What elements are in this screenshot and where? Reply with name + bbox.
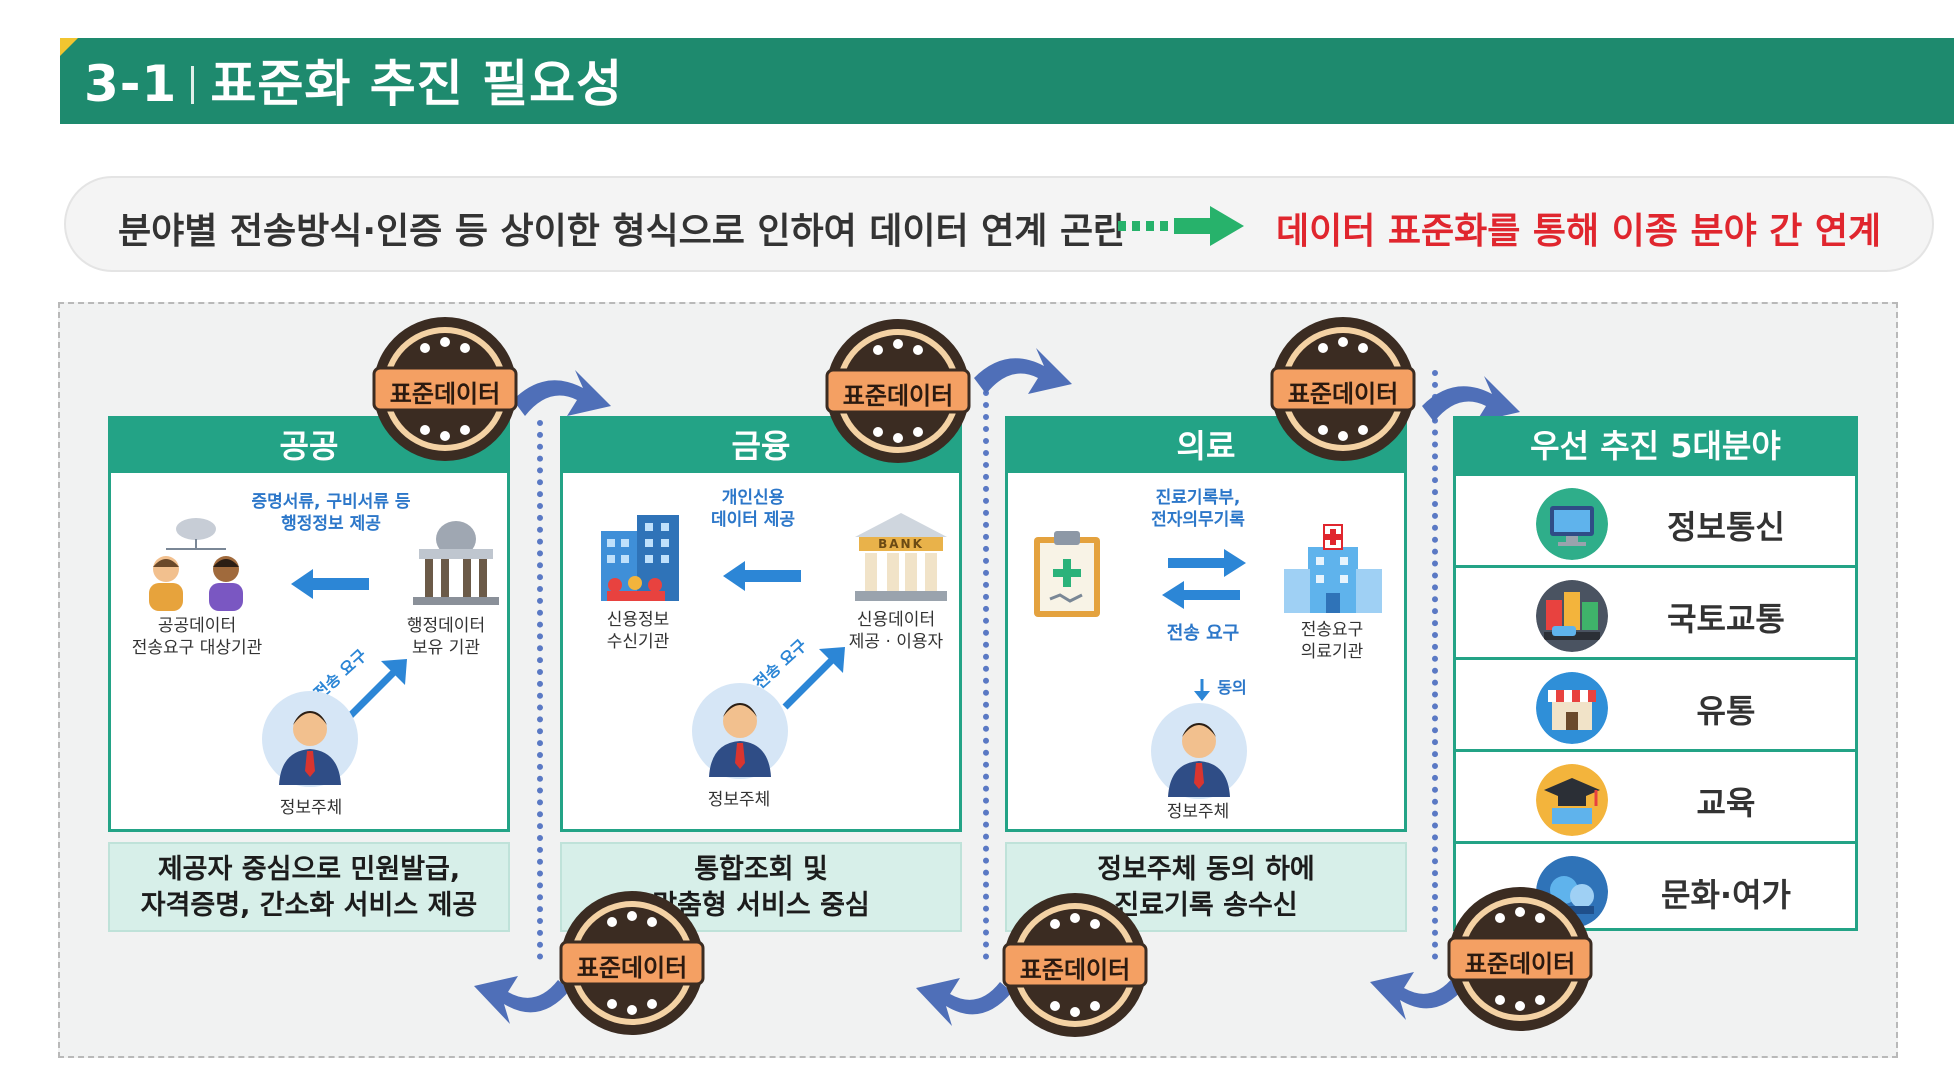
priority-item-label: 유통 bbox=[1696, 692, 1756, 730]
priority-item-label: 교육 bbox=[1696, 784, 1756, 822]
seal-label: 표준데이터 bbox=[389, 380, 501, 408]
panel-footer: 제공자 중심으로 민원발급, 자격증명, 간소화 서비스 제공 bbox=[108, 842, 510, 932]
priority-item-label: 국토교통 bbox=[1667, 600, 1785, 638]
seal-label: 표준데이터 bbox=[842, 382, 954, 410]
public-requester-label: 공공데이터 전송요구 대상기관 bbox=[131, 616, 263, 658]
seal-label: 표준데이터 bbox=[1287, 380, 1399, 408]
seal-label: 표준데이터 bbox=[576, 954, 688, 982]
curved-arrow-left-icon bbox=[1370, 972, 1466, 1020]
standard-data-seal: 표준데이터 bbox=[1000, 890, 1150, 1040]
priority-item: 국토교통 bbox=[1456, 565, 1855, 657]
priority-item-label: 문화·여가 bbox=[1661, 876, 1791, 914]
city-traffic-icon bbox=[1536, 580, 1608, 652]
seal-label: 표준데이터 bbox=[1019, 956, 1131, 984]
request-label: 전송 요구 bbox=[1166, 623, 1240, 644]
medical-provider-label: 전송요구 의료기관 bbox=[1300, 620, 1364, 662]
section-number: 3-1 bbox=[84, 55, 178, 113]
panel-note: 증명서류, 구비서류 등 행정정보 제공 bbox=[251, 492, 411, 534]
person-avatar-icon bbox=[262, 691, 358, 787]
standard-data-seal: 표준데이터 bbox=[1445, 884, 1595, 1034]
arrow-down-icon bbox=[1194, 679, 1210, 701]
monitor-icon bbox=[1536, 488, 1608, 560]
standard-data-seal: 표준데이터 bbox=[1268, 314, 1418, 464]
store-icon bbox=[1536, 672, 1608, 744]
people-icon bbox=[149, 518, 243, 611]
government-building-icon bbox=[413, 521, 499, 605]
connector-line-1 bbox=[537, 420, 543, 960]
finance-receiver-label: 신용정보 수신기관 bbox=[606, 610, 670, 652]
priority-title: 우선 추진 5대분야 bbox=[1456, 419, 1855, 473]
priority-item-label: 정보통신 bbox=[1667, 508, 1785, 546]
seal-badge-icon bbox=[1270, 317, 1416, 461]
arrow-up-right-icon bbox=[344, 659, 407, 722]
person-avatar-icon bbox=[1151, 703, 1247, 799]
arrow-right-icon bbox=[1118, 206, 1244, 246]
subject-label: 정보주체 bbox=[707, 790, 771, 810]
summary-banner: 분야별 전송방식·인증 등 상이한 형식으로 인하여 데이터 연계 곤란 데이터… bbox=[64, 176, 1934, 272]
standard-data-seal: 표준데이터 bbox=[370, 314, 520, 464]
person-avatar-icon bbox=[692, 683, 788, 779]
panel-finance: 금융 개인신용 데이터 제공 신용정보 수신기관 BANK 신용데이터 제공 ·… bbox=[560, 416, 962, 832]
seal-badge-icon bbox=[559, 891, 705, 1035]
seal-badge-icon bbox=[1002, 893, 1148, 1037]
priority-item: 유통 bbox=[1456, 657, 1855, 749]
curved-arrow-left-icon bbox=[474, 976, 570, 1024]
seal-badge-icon bbox=[825, 319, 971, 463]
medical-record-icon bbox=[1034, 531, 1100, 617]
section-title: 표준화 추진 필요성 bbox=[210, 55, 624, 113]
bank-icon bbox=[855, 513, 947, 601]
curved-arrow-icon bbox=[513, 370, 611, 416]
page-title: 3-1 표준화 추진 필요성 bbox=[84, 44, 623, 116]
subject-label: 정보주체 bbox=[279, 798, 343, 818]
standard-data-seal: 표준데이터 bbox=[557, 888, 707, 1038]
connector-line-2 bbox=[983, 390, 989, 960]
priority-item: 정보통신 bbox=[1456, 473, 1855, 565]
title-corner-accent bbox=[60, 38, 78, 56]
hospital-icon bbox=[1284, 524, 1382, 613]
panel-note: 개인신용 데이터 제공 bbox=[710, 488, 796, 530]
subject-label: 정보주체 bbox=[1166, 802, 1230, 822]
standard-data-seal: 표준데이터 bbox=[823, 316, 973, 466]
title-bar bbox=[60, 38, 1954, 124]
curved-arrow-icon bbox=[1422, 376, 1520, 422]
panel-medical: 의료 진료기록부, 전자의무기록 전송 요구 전송요구 의료기관 동의 bbox=[1005, 416, 1407, 832]
bank-sign: BANK bbox=[878, 537, 924, 551]
panel-note: 진료기록부, 전자의무기록 bbox=[1151, 488, 1245, 530]
curved-arrow-icon bbox=[974, 348, 1072, 394]
graduation-cap-icon bbox=[1536, 764, 1608, 836]
priority-item: 교육 bbox=[1456, 749, 1855, 841]
summary-solution: 데이터 표준화를 통해 이종 분야 간 연계 bbox=[1276, 211, 1882, 252]
public-holder-label: 행정데이터 보유 기관 bbox=[406, 616, 486, 658]
arrow-left-icon bbox=[291, 569, 369, 599]
seal-badge-icon bbox=[1447, 887, 1593, 1031]
summary-problem: 분야별 전송방식·인증 등 상이한 형식으로 인하여 데이터 연계 곤란 bbox=[118, 211, 1127, 252]
arrow-left-icon bbox=[723, 561, 801, 591]
consent-label: 동의 bbox=[1217, 678, 1247, 697]
seal-badge-icon bbox=[372, 317, 518, 461]
swap-arrows-icon bbox=[1162, 549, 1246, 609]
finance-provider-label: 신용데이터 제공 · 이용자 bbox=[848, 610, 944, 652]
panel-public: 공공 증명서류, 구비서류 등 행정정보 제공 공공데이터 전송요구 대상기관 … bbox=[108, 416, 510, 832]
connector-line-3 bbox=[1432, 370, 1438, 960]
arrow-up-right-icon bbox=[782, 647, 845, 710]
priority-panel: 우선 추진 5대분야 정보통신 국토교통 bbox=[1453, 416, 1858, 931]
seal-label: 표준데이터 bbox=[1464, 950, 1576, 978]
office-building-icon bbox=[601, 515, 679, 601]
curved-arrow-left-icon bbox=[916, 978, 1012, 1026]
title-separator bbox=[191, 66, 195, 104]
